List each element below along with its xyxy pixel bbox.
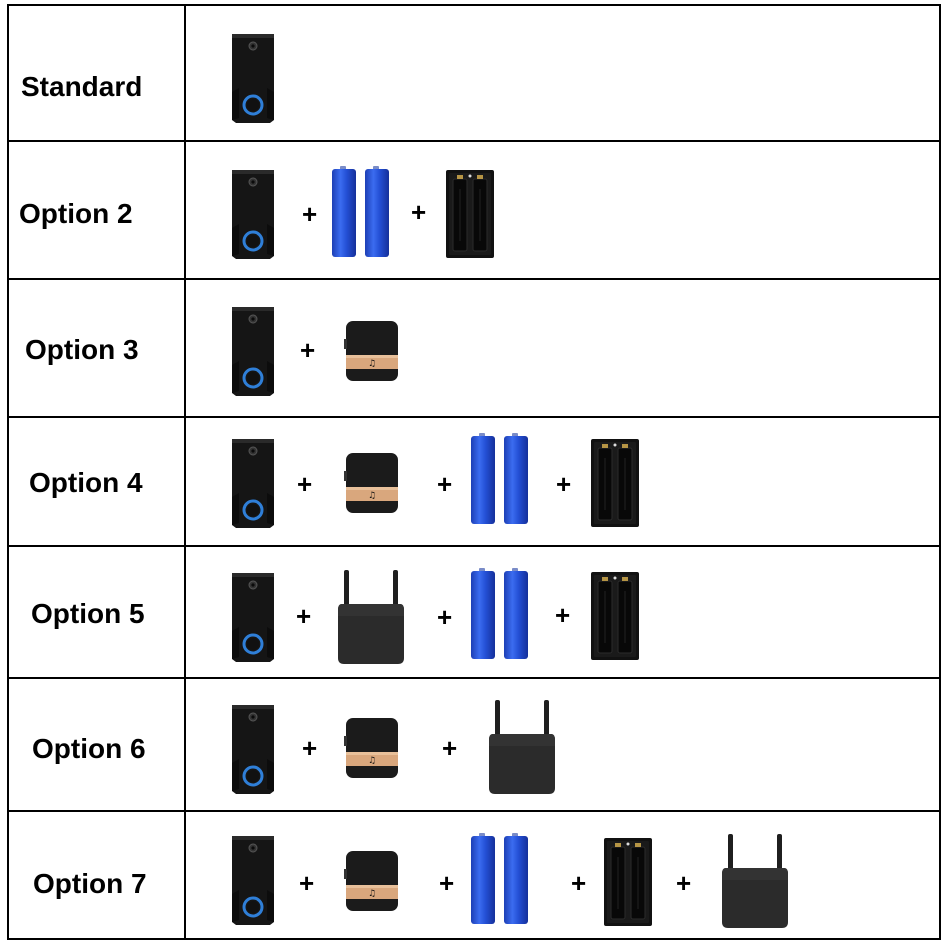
row-divider bbox=[9, 140, 939, 142]
row-divider bbox=[9, 416, 939, 418]
wifi-repeater-image bbox=[487, 700, 557, 796]
plus-sign: + bbox=[439, 868, 455, 898]
row-label: Option 5 bbox=[31, 598, 145, 629]
plus-sign: + bbox=[442, 733, 458, 763]
row-label: Standard bbox=[21, 71, 143, 102]
batteries-image bbox=[470, 833, 532, 925]
plus-sign: + bbox=[555, 600, 571, 630]
doorbell-camera-image bbox=[229, 305, 277, 397]
chime-receiver-image bbox=[344, 319, 400, 383]
row-label: Option 2 bbox=[19, 198, 133, 229]
plus-sign: + bbox=[676, 868, 692, 898]
row-divider bbox=[9, 677, 939, 679]
row-divider bbox=[9, 278, 939, 280]
doorbell-camera-image bbox=[229, 834, 277, 926]
doorbell-camera-image bbox=[229, 168, 277, 260]
doorbell-camera-image bbox=[229, 703, 277, 795]
row-divider bbox=[9, 545, 939, 547]
row-divider bbox=[9, 810, 939, 812]
doorbell-camera-image bbox=[229, 32, 277, 124]
battery-charger-image bbox=[445, 169, 495, 259]
plus-sign: + bbox=[302, 733, 318, 763]
row-label: Option 3 bbox=[25, 334, 139, 365]
plus-sign: + bbox=[296, 601, 312, 631]
doorbell-camera-image bbox=[229, 571, 277, 663]
batteries-image bbox=[470, 433, 532, 525]
batteries-image bbox=[331, 166, 393, 258]
doorbell-camera-image bbox=[229, 437, 277, 529]
chime-receiver-image bbox=[344, 451, 400, 515]
battery-charger-image bbox=[590, 571, 640, 661]
row-label: Option 6 bbox=[32, 733, 146, 764]
row-label: Option 7 bbox=[33, 868, 147, 899]
plus-sign: + bbox=[571, 868, 587, 898]
wifi-repeater-image bbox=[720, 834, 790, 930]
row-label: Option 4 bbox=[29, 467, 143, 498]
chime-receiver-image bbox=[344, 849, 400, 913]
batteries-image bbox=[470, 568, 532, 660]
plus-sign: + bbox=[297, 469, 313, 499]
options-table bbox=[7, 4, 941, 940]
column-divider bbox=[184, 6, 186, 938]
plus-sign: + bbox=[437, 602, 453, 632]
plus-sign: + bbox=[299, 868, 315, 898]
wifi-repeater-image bbox=[336, 570, 406, 666]
chime-receiver-image bbox=[344, 716, 400, 780]
battery-charger-image bbox=[590, 438, 640, 528]
plus-sign: + bbox=[556, 469, 572, 499]
plus-sign: + bbox=[302, 199, 318, 229]
plus-sign: + bbox=[300, 335, 316, 365]
battery-charger-image bbox=[603, 837, 653, 927]
plus-sign: + bbox=[411, 197, 427, 227]
plus-sign: + bbox=[437, 469, 453, 499]
